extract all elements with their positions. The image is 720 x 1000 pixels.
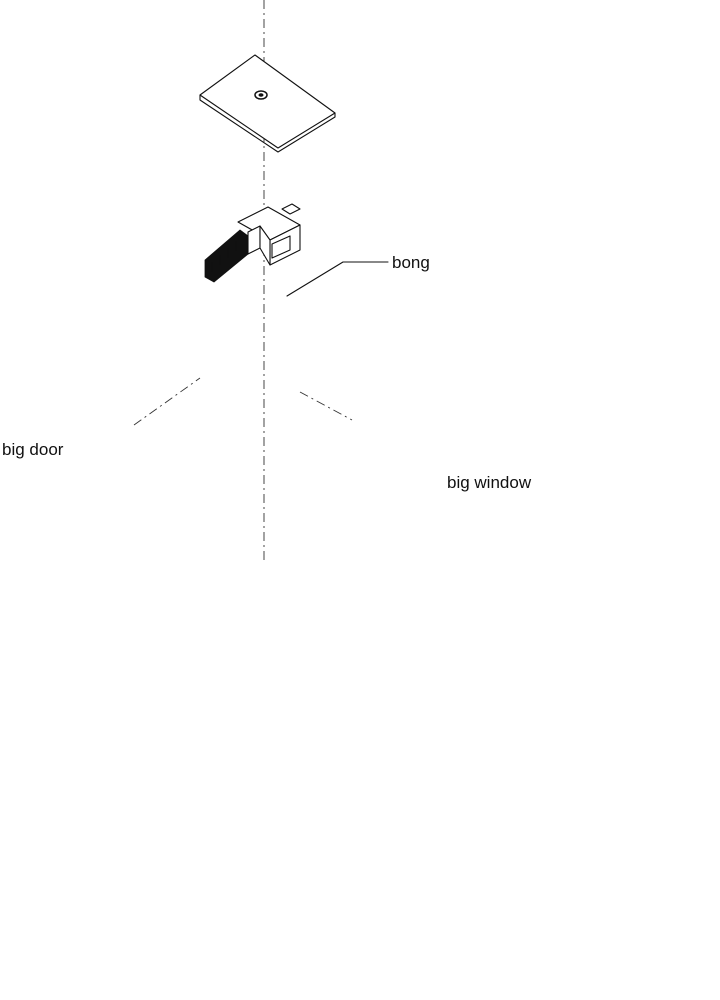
upper-floor-module [204, 203, 301, 283]
roof-plate [199, 54, 336, 153]
window-axis-line [299, 391, 353, 421]
big-window-label: big window [447, 473, 532, 492]
big-door-label: big door [2, 440, 64, 459]
bong-label: bong [392, 253, 430, 272]
door-axis-line [133, 377, 201, 426]
bong-leader-line [286, 261, 389, 297]
